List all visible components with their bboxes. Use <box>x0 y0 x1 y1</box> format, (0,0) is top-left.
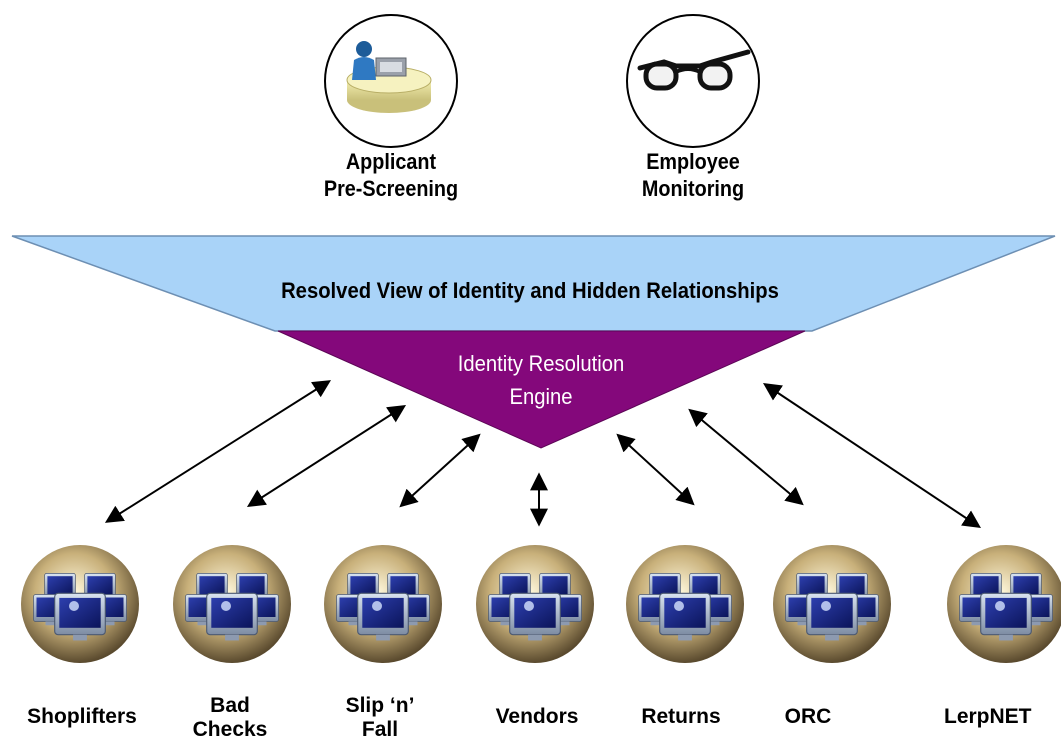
source-label-line1: Returns <box>641 705 721 728</box>
identity-resolution-engine-triangle <box>277 330 806 449</box>
source-label-line1: Vendors <box>495 705 579 728</box>
source-label-line2: Fall <box>361 718 399 741</box>
applicant-line2: Pre-Screening <box>323 176 459 201</box>
computer-monitors-icon <box>21 545 139 663</box>
employee-monitoring-label: Employee Monitoring <box>594 148 792 202</box>
source-label-line1: Bad <box>210 694 250 717</box>
source-label-bad-checks: Bad Checks <box>170 694 290 742</box>
resolved-view-funnel <box>11 235 1056 332</box>
arrow-shoplifters <box>104 380 332 523</box>
computer-monitors-icon <box>947 545 1061 663</box>
source-label-line1: ORC <box>784 705 832 728</box>
person-at-desk-icon <box>324 14 458 148</box>
source-label-line2: Checks <box>192 718 268 741</box>
engine-line2: Engine <box>509 384 573 409</box>
funnel-label: Resolved View of Identity and Hidden Rel… <box>281 278 779 303</box>
applicant-prescreening-label: Applicant Pre-Screening <box>292 148 490 202</box>
source-icons <box>21 545 1061 663</box>
employee-line2: Monitoring <box>641 176 745 201</box>
arrow-returns <box>616 433 695 506</box>
source-label-returns: Returns <box>606 705 756 729</box>
arrow-slip-n-fall <box>399 433 481 508</box>
source-label-line1: Shoplifters <box>27 705 137 728</box>
source-label-shoplifters: Shoplifters <box>4 705 160 729</box>
source-label-line1: LerpNET <box>944 705 1032 728</box>
arrow-lerpnet <box>763 383 981 528</box>
engine-line1: Identity Resolution <box>457 351 625 376</box>
connector-arrows <box>104 380 981 528</box>
eyeglasses-icon <box>626 14 760 148</box>
source-label-line1: Slip ‘n’ <box>345 694 415 717</box>
source-label-slip-n-fall: Slip ‘n’ Fall <box>320 694 440 742</box>
source-label-orc: ORC <box>758 705 858 729</box>
applicant-line1: Applicant <box>345 149 437 174</box>
computer-monitors-icon <box>626 545 744 663</box>
arrow-bad-checks <box>246 405 407 507</box>
computer-monitors-icon <box>773 545 891 663</box>
computer-monitors-icon <box>324 545 442 663</box>
engine-label: Identity Resolution Engine <box>403 347 679 413</box>
computer-monitors-icon <box>173 545 291 663</box>
computer-monitors-icon <box>476 545 594 663</box>
source-label-lerpnet: LerpNET <box>944 705 1061 729</box>
source-label-vendors: Vendors <box>457 705 617 729</box>
employee-line1: Employee <box>646 149 740 174</box>
arrow-orc <box>688 408 804 506</box>
